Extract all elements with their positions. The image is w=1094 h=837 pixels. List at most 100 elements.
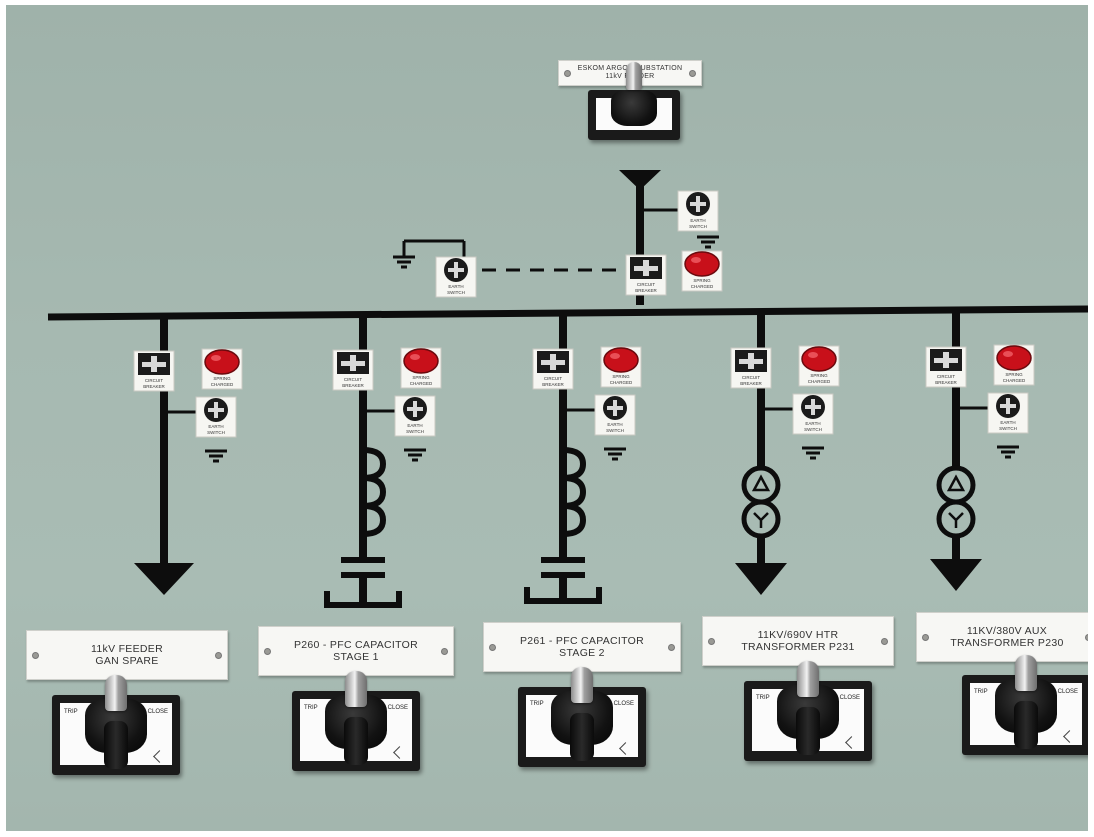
earth-symbol-icon	[393, 255, 415, 269]
indicator-caption: SWITCH	[689, 224, 707, 229]
indicator-caption: BREAKER	[342, 383, 364, 388]
indicator-caption: EARTH	[690, 218, 705, 223]
feeder-label-plate-4: 11KV/690V HTR TRANSFORMER P231	[702, 616, 894, 666]
switch-handle	[570, 713, 594, 761]
feeder-arrow-icon	[930, 559, 982, 591]
switch-stem	[797, 661, 819, 697]
screw	[564, 70, 571, 77]
feeder-control-switch-1[interactable]: TRIP CLOSE	[52, 675, 180, 775]
indicator-caption: CHARGED	[1003, 378, 1026, 383]
switch-stem	[571, 667, 593, 703]
transformer-primary-icon	[936, 465, 976, 505]
indicator-caption: CIRCUIT	[544, 376, 562, 381]
earth-symbol-icon	[997, 445, 1019, 459]
indicator-caption: SPRING	[693, 278, 711, 283]
delta-icon	[946, 474, 966, 492]
feeder-control-switch-4[interactable]: TRIP CLOSE	[744, 661, 872, 761]
red-lamp-icon	[801, 346, 837, 372]
screw	[489, 644, 496, 651]
feeder-label: 11KV/690V HTR TRANSFORMER P231	[741, 629, 855, 653]
close-label: CLOSE	[839, 695, 860, 701]
screw	[264, 648, 271, 655]
lamp-highlight	[211, 355, 221, 361]
earth-symbol-icon	[404, 448, 426, 462]
plus-icon	[613, 400, 617, 416]
switch-handle	[344, 717, 368, 765]
red-lamp-icon	[603, 347, 639, 373]
feeder-control-switch-2[interactable]: TRIP CLOSE	[292, 671, 420, 771]
lamp-highlight	[610, 353, 620, 359]
coil-path	[562, 447, 587, 537]
trip-label: TRIP	[64, 709, 78, 715]
indicator-caption: BREAKER	[143, 384, 165, 389]
feeder-label: P260 - PFC CAPACITOR STAGE 1	[293, 639, 419, 663]
earth-symbol-icon	[205, 449, 227, 463]
plus-icon	[1006, 398, 1010, 414]
feeder-control-switch-3[interactable]: TRIP CLOSE	[518, 667, 646, 767]
screw	[708, 638, 715, 645]
indicator-caption: SWITCH	[804, 427, 822, 432]
feeder-arrow-icon	[134, 563, 194, 595]
plus-icon	[696, 196, 700, 212]
indicator-caption: EARTH	[448, 284, 463, 289]
incomer-arrow-icon	[619, 170, 661, 190]
indicator-caption: CIRCUIT	[344, 377, 362, 382]
feeder-control-switch-5[interactable]: TRIP CLOSE	[962, 655, 1088, 755]
plus-icon	[643, 260, 649, 276]
capacitor-earth-bracket	[524, 587, 602, 604]
close-label: CLOSE	[147, 709, 168, 715]
indicator-caption: EARTH	[805, 421, 820, 426]
feeder-label: P261 - PFC CAPACITOR STAGE 2	[519, 635, 645, 659]
switch-stem	[345, 671, 367, 707]
single-line-diagram: EARTHSWITCHEARTHSWITCHCIRCUITBREAKERSPRI…	[47, 170, 1088, 608]
indicator-caption: BREAKER	[635, 288, 657, 293]
trip-label: TRIP	[974, 689, 988, 695]
main-busbar	[47, 305, 1088, 321]
plus-icon	[214, 402, 218, 418]
feeder-label: 11KV/380V AUX TRANSFORMER P230	[950, 625, 1064, 649]
screw	[668, 644, 675, 651]
indicator-caption: CIRCUIT	[937, 374, 955, 379]
indicator-caption: CHARGED	[691, 284, 714, 289]
plus-icon	[454, 262, 458, 278]
capacitor-earth-bracket	[324, 591, 402, 608]
plus-icon	[350, 355, 356, 371]
indicator-caption: EARTH	[208, 424, 223, 429]
red-lamp-icon	[996, 345, 1032, 371]
switch-knob	[611, 90, 657, 126]
feeder-label-plate-1: 11kV FEEDER GAN SPARE	[26, 630, 228, 680]
lamp-highlight	[1003, 351, 1013, 357]
indicator-caption: EARTH	[607, 422, 622, 427]
feeder-label-plate-2: P260 - PFC CAPACITOR STAGE 1	[258, 626, 454, 676]
incomer-control-switch[interactable]	[588, 62, 680, 140]
switch-handle	[104, 721, 128, 769]
trip-label: TRIP	[304, 705, 318, 711]
indicator-caption: CHARGED	[211, 382, 234, 387]
switch-stem	[105, 675, 127, 711]
plus-icon	[811, 399, 815, 415]
indicator-caption: SWITCH	[406, 429, 424, 434]
lamp-highlight	[410, 354, 420, 360]
indicator-caption: CHARGED	[808, 379, 831, 384]
feeder-label-plate-5: 11KV/380V AUX TRANSFORMER P230	[916, 612, 1088, 662]
wye-icon	[948, 512, 964, 528]
screw	[1085, 634, 1088, 641]
reactor-coil-icon	[562, 447, 587, 537]
close-label: CLOSE	[387, 705, 408, 711]
lamp-highlight	[808, 352, 818, 358]
feeder-arrow-icon	[735, 563, 787, 595]
indicator-caption: BREAKER	[740, 381, 762, 386]
indicator-caption: SWITCH	[207, 430, 225, 435]
indicator-caption: BREAKER	[935, 380, 957, 385]
